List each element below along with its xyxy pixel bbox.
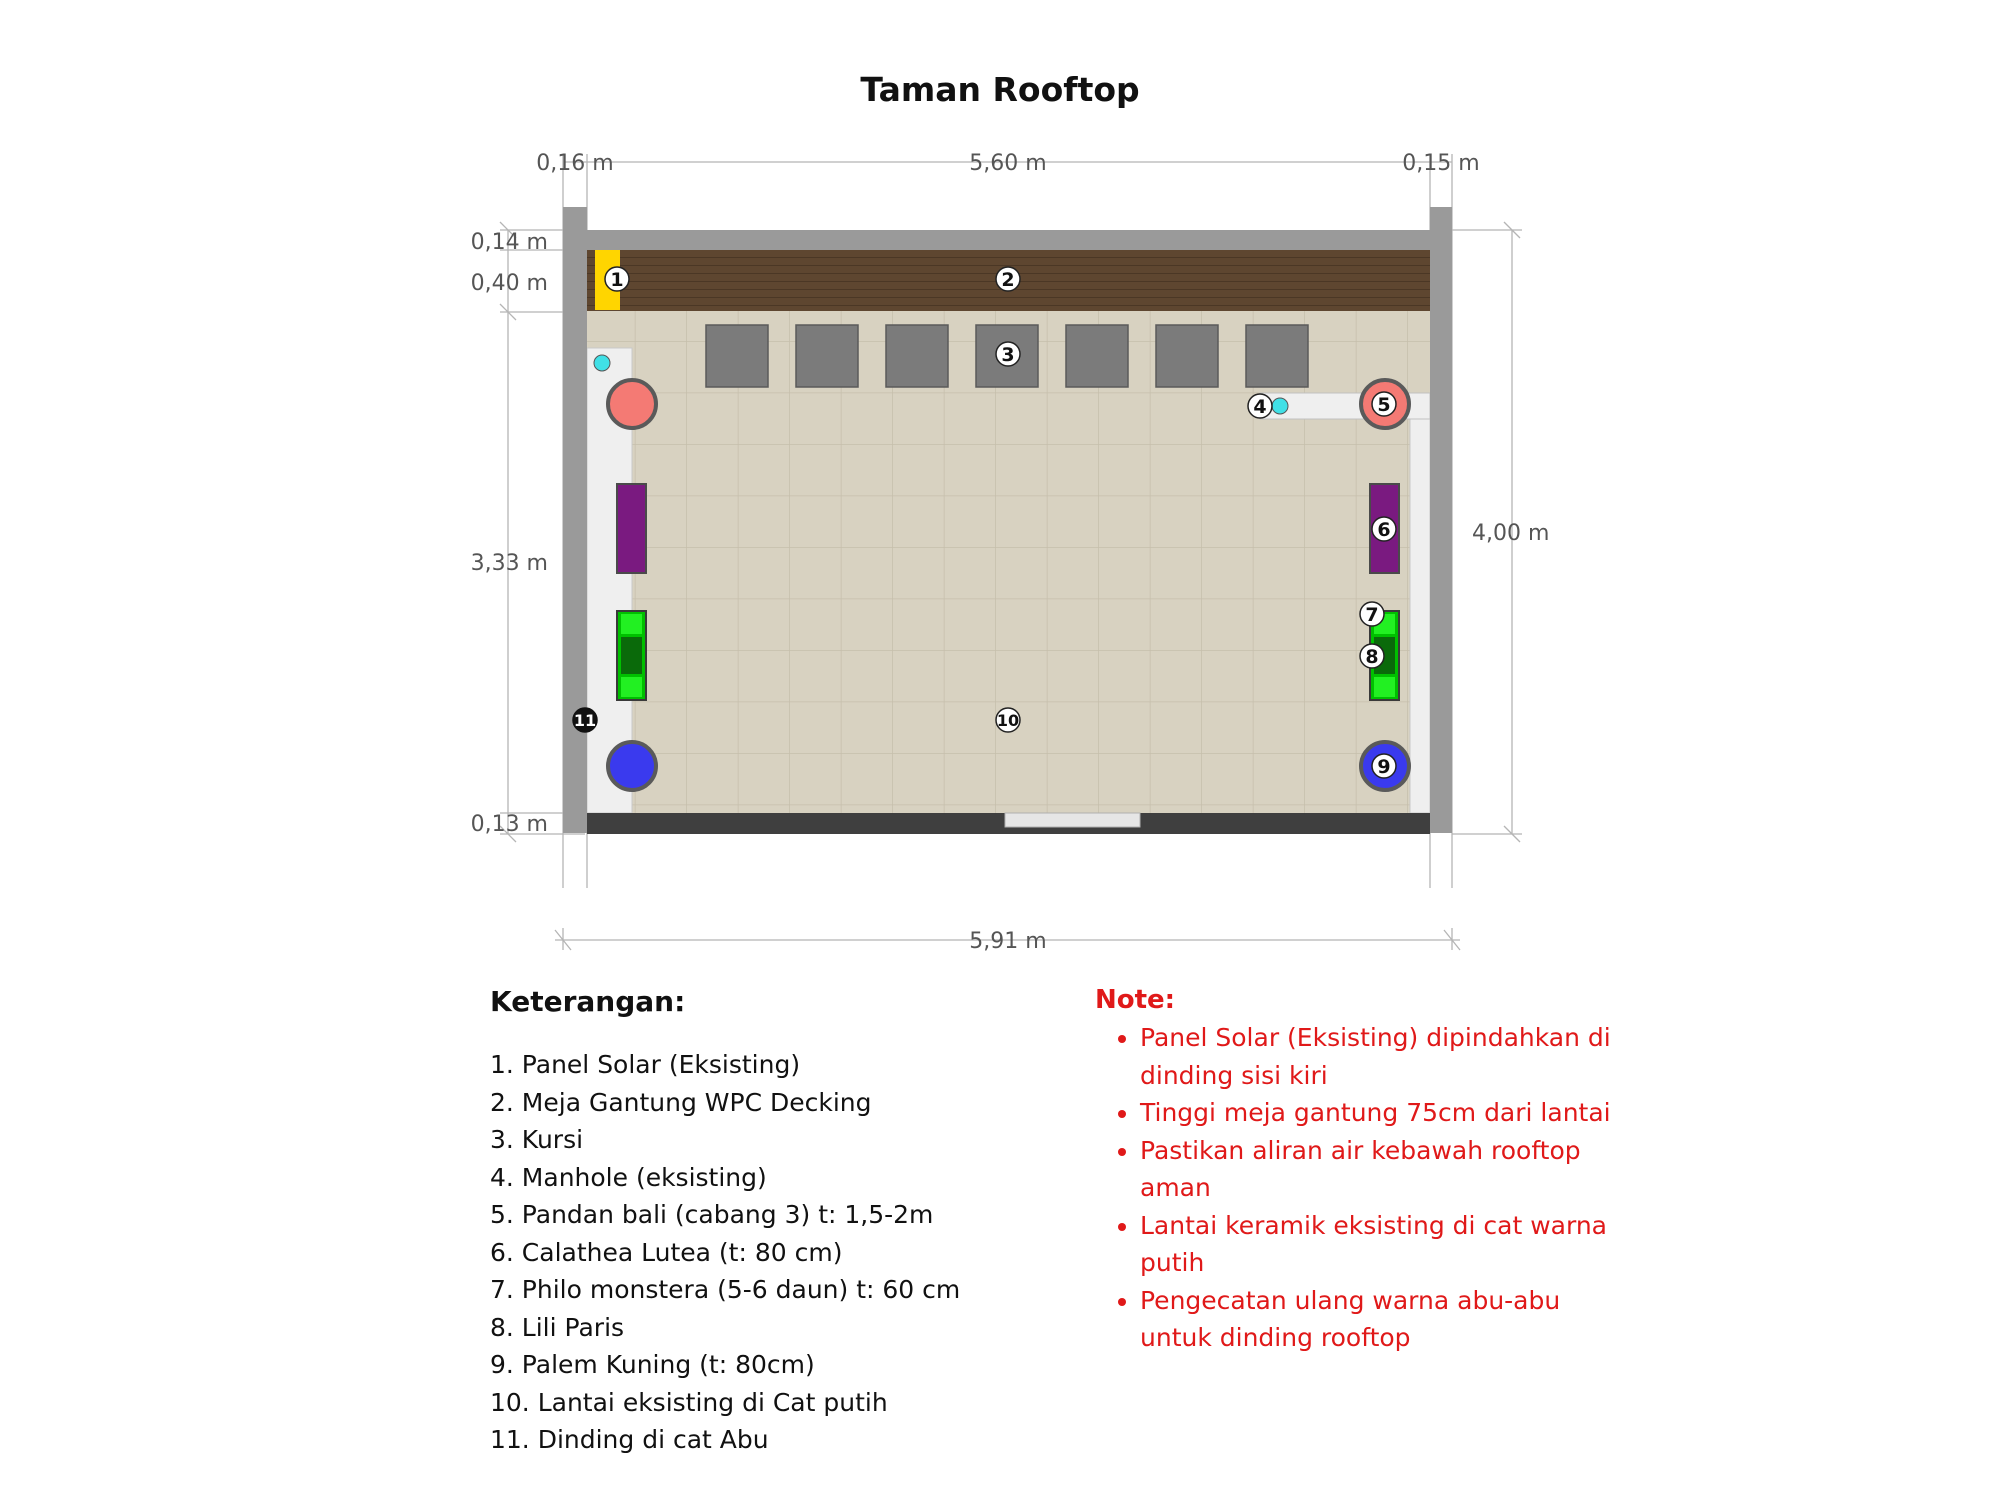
legend-item: 9. Palem Kuning (t: 80cm) — [490, 1350, 815, 1379]
legend-item: 10. Lantai eksisting di Cat putih — [490, 1387, 888, 1417]
palem-kuning-plant — [606, 740, 658, 792]
marker-4: 4 — [1247, 393, 1273, 419]
marker-9: 9 — [1371, 753, 1397, 779]
dim-top-right: 0,15 m — [1402, 151, 1479, 176]
svg-text:1: 1 — [610, 269, 623, 291]
svg-text:5: 5 — [1377, 394, 1390, 416]
marker-8: 8 — [1359, 643, 1385, 669]
notes-list: Panel Solar (Eksisting) dipindahkan di d… — [1095, 1019, 1615, 1357]
marker-11: 11 — [572, 707, 598, 733]
dim-top-center: 5,60 m — [969, 151, 1046, 176]
legend-item: 3. Kursi — [490, 1125, 584, 1154]
dim-bottom: 5,91 m — [969, 929, 1046, 954]
svg-text:2: 2 — [1001, 269, 1014, 291]
note-item: Pastikan aliran air kebawah rooftop aman — [1140, 1132, 1615, 1207]
svg-text:11: 11 — [574, 711, 596, 730]
dim-right: 4,00 m — [1472, 521, 1549, 546]
svg-text:9: 9 — [1377, 756, 1390, 778]
wall-left — [563, 207, 587, 833]
svg-text:3: 3 — [1001, 344, 1014, 366]
dim-left-2: 0,40 m — [471, 271, 548, 296]
svg-text:4: 4 — [1253, 396, 1266, 418]
legend-item: 8. Lili Paris — [490, 1312, 625, 1342]
marker-1: 1 — [604, 266, 630, 292]
chair — [885, 324, 949, 388]
legend-item: 4. Manhole (eksisting) — [490, 1162, 767, 1192]
marker-6: 6 — [1371, 516, 1397, 542]
note-item: Panel Solar (Eksisting) dipindahkan di d… — [1140, 1019, 1615, 1094]
monstera-lili-planter — [616, 610, 647, 701]
svg-text:10: 10 — [997, 711, 1019, 730]
chair — [705, 324, 769, 388]
legend-heading: Keterangan: — [490, 985, 686, 1018]
notes-heading: Note: — [1095, 985, 1176, 1015]
calathea-planter — [616, 483, 647, 574]
wall-top — [587, 230, 1430, 250]
marker-7: 7 — [1359, 601, 1385, 627]
chair — [1245, 324, 1309, 388]
note-item: Pengecatan ulang warna abu-abu untuk din… — [1140, 1282, 1615, 1357]
legend-item: 1. Panel Solar (Eksisting) — [490, 1050, 801, 1079]
chair — [1065, 324, 1129, 388]
legend-item: 7. Philo monstera (5-6 daun) t: 60 cm — [490, 1275, 961, 1304]
wall-right — [1430, 207, 1452, 833]
chair — [1155, 324, 1219, 388]
right-planter-strip — [1409, 392, 1431, 814]
legend-list: 1. Panel Solar (Eksisting) 2. Meja Gantu… — [490, 1046, 1050, 1459]
svg-text:8: 8 — [1365, 646, 1378, 668]
legend-item: 11. Dinding di cat Abu — [490, 1425, 769, 1454]
svg-text:6: 6 — [1377, 519, 1390, 541]
door-opening — [1004, 812, 1141, 828]
dim-left-4: 0,13 m — [471, 812, 548, 837]
marker-10: 10 — [995, 707, 1021, 733]
legend-item: 2. Meja Gantung WPC Decking — [490, 1087, 872, 1117]
dim-left-3: 3,33 m — [471, 551, 548, 576]
note-item: Lantai keramik eksisting di cat warna pu… — [1140, 1207, 1615, 1282]
chair — [795, 324, 859, 388]
chairs — [705, 324, 1309, 388]
dim-top-left: 0,16 m — [536, 151, 613, 176]
legend-item: 6. Calathea Lutea (t: 80 cm) — [490, 1237, 843, 1267]
svg-text:7: 7 — [1365, 604, 1378, 626]
legend-item: 5. Pandan bali (cabang 3) t: 1,5-2m — [490, 1200, 934, 1229]
notes-panel: Note: Panel Solar (Eksisting) dipindahka… — [1095, 985, 1615, 1357]
marker-3: 3 — [995, 341, 1021, 367]
marker-5: 5 — [1371, 391, 1397, 417]
pandan-bali-plant — [606, 378, 658, 430]
manhole — [1271, 397, 1289, 415]
page-title: Taman Rooftop — [860, 70, 1140, 109]
manhole — [593, 354, 611, 372]
note-item: Tinggi meja gantung 75cm dari lantai — [1140, 1094, 1615, 1132]
dim-left-1: 0,14 m — [471, 230, 548, 255]
legend-panel: Keterangan: 1. Panel Solar (Eksisting) 2… — [490, 985, 1050, 1459]
marker-2: 2 — [995, 266, 1021, 292]
